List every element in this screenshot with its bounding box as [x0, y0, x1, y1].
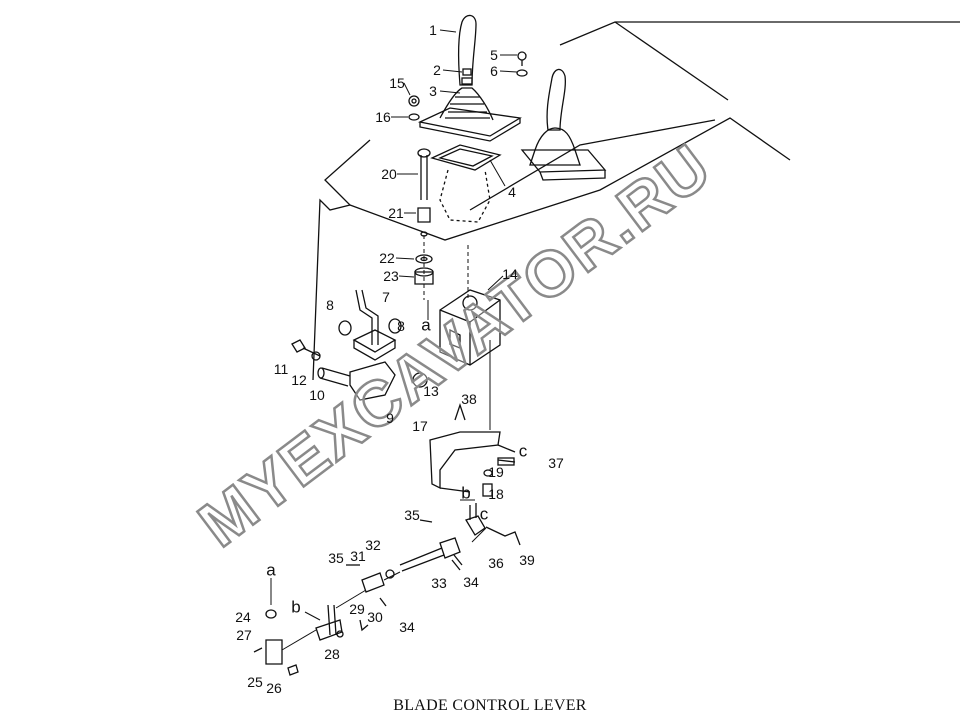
- connector-b: b: [461, 483, 471, 503]
- callout-22: 22: [379, 250, 395, 266]
- callout-17: 17: [412, 418, 428, 434]
- callout-23: 23: [383, 268, 399, 284]
- callout-35: 35: [404, 507, 420, 523]
- callout-6: 6: [490, 63, 498, 79]
- leader-lines: [391, 29, 518, 430]
- callout-20: 20: [381, 166, 397, 182]
- boot: [417, 87, 522, 142]
- callout-18: 18: [488, 486, 504, 502]
- callout-13: 13: [423, 383, 439, 399]
- small-parts: [408, 51, 528, 285]
- callout-14: 14: [502, 266, 518, 282]
- connector-b2: b: [291, 597, 301, 617]
- callout-8b: 8: [397, 318, 405, 334]
- callout-29: 29: [349, 601, 365, 617]
- callout-19: 19: [488, 464, 504, 480]
- connector-a2: a: [266, 560, 276, 580]
- lever-knob: [458, 14, 477, 86]
- callout-1: 1: [429, 22, 437, 38]
- callout-7: 7: [382, 289, 390, 305]
- linkage: [253, 499, 521, 676]
- support-bracket: [429, 402, 516, 497]
- callout-38: 38: [461, 391, 477, 407]
- lever-assembly-view: [520, 68, 607, 181]
- callout-4: 4: [508, 184, 516, 200]
- callout-35b: 35: [328, 550, 344, 566]
- callout-33: 33: [431, 575, 447, 591]
- callout-21: 21: [388, 205, 404, 221]
- callout-30: 30: [367, 609, 383, 625]
- callout-5: 5: [490, 47, 498, 63]
- callout-9: 9: [386, 410, 394, 426]
- callout-8: 8: [326, 297, 334, 313]
- connector-a: a: [421, 315, 431, 335]
- callout-12: 12: [291, 372, 307, 388]
- cab-outline: [312, 21, 960, 381]
- callout-2: 2: [433, 62, 441, 78]
- connector-c: c: [518, 441, 528, 461]
- callout-11: 11: [273, 361, 289, 377]
- lever-shaft: [291, 289, 428, 401]
- bracket-block: [439, 289, 501, 366]
- callout-16: 16: [375, 109, 391, 125]
- callout-3: 3: [429, 83, 437, 99]
- callout-15: 15: [389, 75, 405, 91]
- callout-36: 36: [488, 555, 504, 571]
- callout-39: 39: [519, 552, 535, 568]
- callout-28: 28: [324, 646, 340, 662]
- callout-24: 24: [235, 609, 251, 625]
- diagram-title: BLADE CONTROL LEVER: [393, 697, 587, 714]
- callout-32: 32: [365, 537, 381, 553]
- callout-34: 34: [463, 574, 479, 590]
- callout-37: 37: [548, 455, 564, 471]
- plate: [430, 144, 502, 223]
- callout-25: 25: [247, 674, 263, 690]
- callout-26: 26: [266, 680, 282, 696]
- callout-10: 10: [309, 387, 325, 403]
- callout-34b: 34: [399, 619, 415, 635]
- connector-c2: c: [479, 504, 489, 524]
- callout-27: 27: [236, 627, 252, 643]
- callout-31: 31: [350, 548, 366, 564]
